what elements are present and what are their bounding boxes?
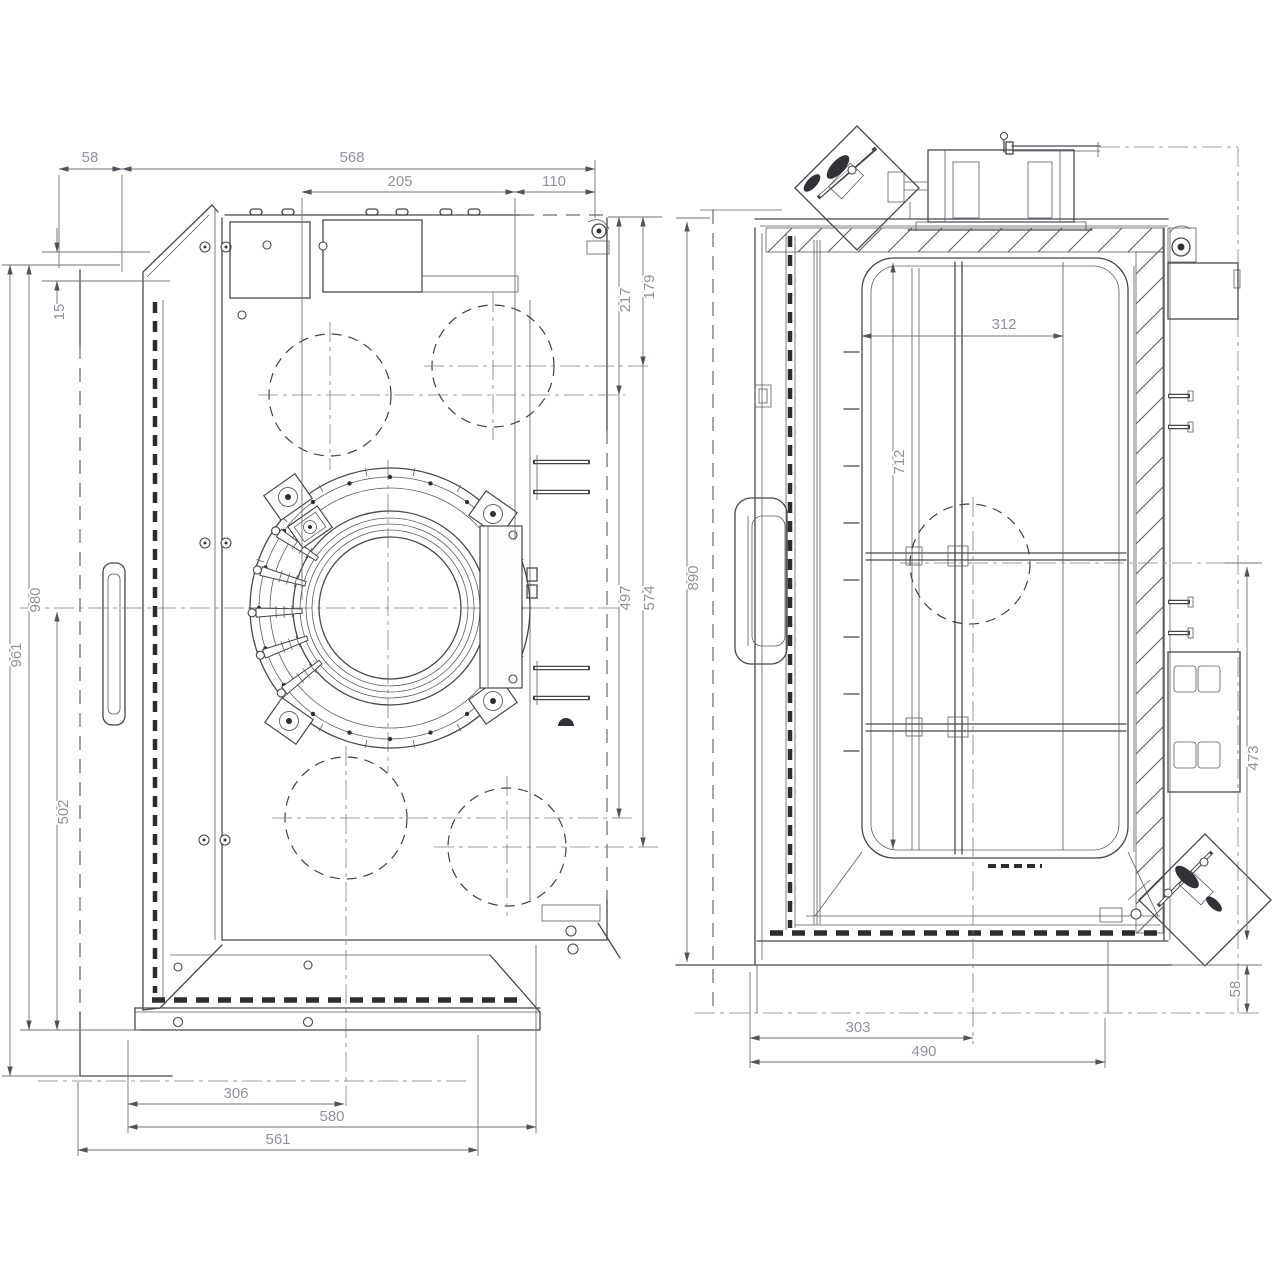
- rear-back-panel: [221, 208, 621, 959]
- dim-label-574: 574: [641, 585, 658, 610]
- dim-label-473: 473: [1245, 745, 1262, 770]
- dim-label-502: 502: [55, 799, 72, 824]
- dim-label-980: 980: [27, 587, 44, 612]
- side-bottom-right-bracket: [1099, 833, 1272, 967]
- rear-view: 58 568 205 110 15 961 980 502 217 179 49…: [2, 147, 662, 1156]
- dim-label-205: 205: [387, 173, 412, 190]
- dim-label-303: 303: [845, 1019, 870, 1036]
- side-dimensions: 890 312 712 473 58 303 490: [676, 217, 1264, 1068]
- dim-label-110: 110: [542, 173, 566, 190]
- dim-label-712: 712: [891, 449, 908, 474]
- rear-dimensions: 58 568 205 110 15 961 980 502 217 179 49…: [2, 147, 662, 1156]
- dim-label-580: 580: [319, 1108, 344, 1125]
- dim-label-568: 568: [339, 149, 364, 166]
- dim-label-561: 561: [265, 1131, 290, 1148]
- dim-label-306: 306: [223, 1085, 248, 1102]
- dim-label-497: 497: [617, 585, 634, 610]
- dim-label-961: 961: [8, 642, 25, 667]
- side-body: [675, 209, 1262, 1014]
- rear-flange: [247, 467, 533, 749]
- dim-label-179: 179: [641, 274, 658, 299]
- dim-label-58-right: 58: [1227, 981, 1244, 998]
- rear-base: [134, 954, 541, 1031]
- dim-label-890: 890: [685, 565, 702, 590]
- side-view: 890 312 712 473 58 303 490: [675, 125, 1272, 1068]
- rear-knockout-circles: [20, 292, 658, 1110]
- dim-label-15: 15: [51, 304, 68, 321]
- side-top-left-bracket: [794, 125, 920, 251]
- side-right-fittings: [1167, 225, 1241, 793]
- side-door: [734, 233, 1262, 1044]
- dim-label-490: 490: [911, 1043, 936, 1060]
- dim-label-312: 312: [991, 316, 1016, 333]
- dim-label-217: 217: [617, 287, 634, 312]
- side-flue-collar: [887, 131, 1239, 1013]
- dim-label-58-top: 58: [82, 149, 99, 166]
